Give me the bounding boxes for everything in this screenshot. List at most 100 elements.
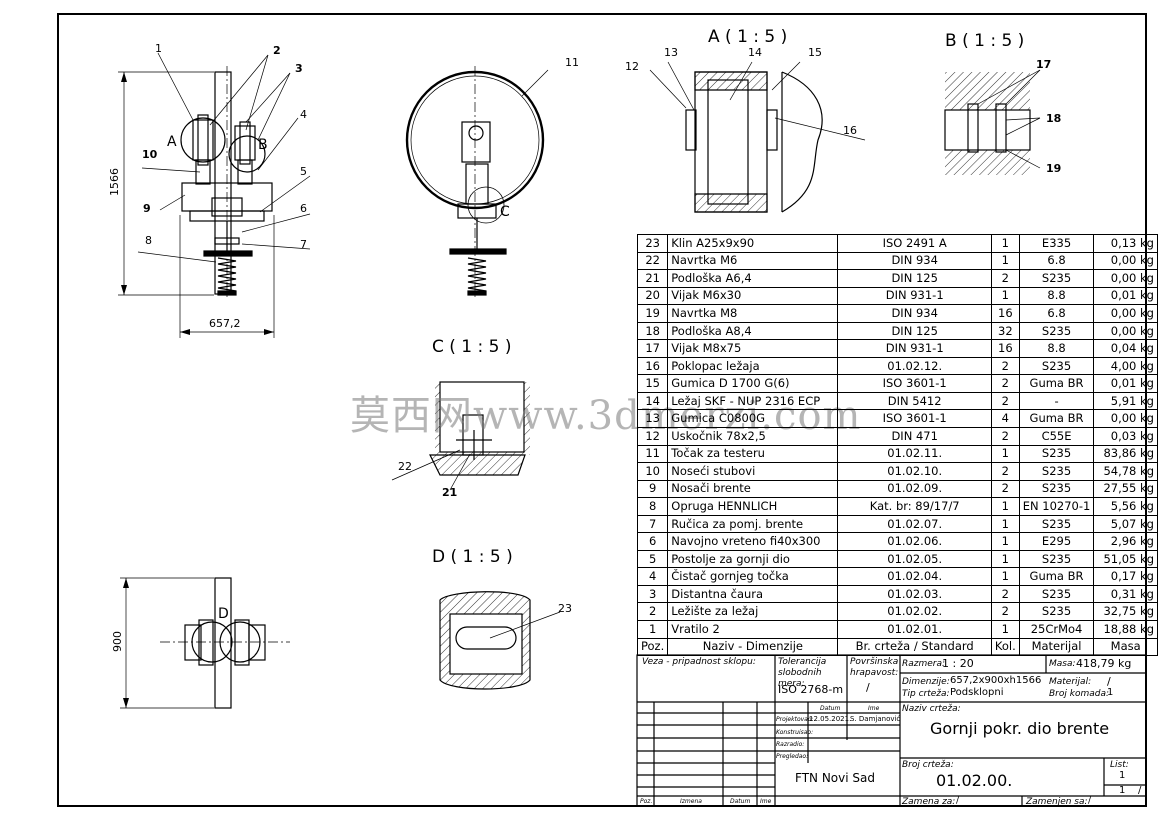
bom-cell-standard: 01.02.01. [837,620,992,639]
callout: 4 [300,108,307,121]
bom-cell-mat: S235 [1018,269,1095,288]
bom-cell-masa: 5,91 kg [1093,391,1158,411]
bom-cell-naziv: Uskočnik 78x2,5 [667,427,839,446]
bom-cell-poz: 10 [636,462,669,481]
drawing-number: 01.02.00. [936,771,1013,790]
title-block-lines [636,654,1147,807]
institution: FTN Novi Sad [795,771,875,785]
bom-cell-poz: 1 [636,620,669,639]
bom-cell-masa: 0,31 kg [1093,584,1158,604]
callout: 13 [664,46,678,59]
konstruisao-label: Konstruisao: [776,729,814,736]
marker-b: B [258,137,268,153]
bom-cell-naziv: Distantna čaura [667,584,839,604]
callout: 7 [300,238,307,251]
bom-cell-naziv: Opruga HENNLICH [667,497,839,516]
bom-cell-poz: 2 [636,602,669,622]
bom-cell-standard: Kat. br: 89/17/7 [837,497,992,516]
bom-cell-poz: 15 [636,374,669,393]
list-value: 1 [1119,770,1126,781]
bom-cell-naziv: Ležište za ležaj [667,602,839,622]
bom-cell-mat: S235 [1018,462,1095,481]
bom-cell-standard: ISO 2491 A [837,234,992,253]
front-view [118,52,311,338]
bom-cell-poz: 12 [636,427,669,446]
drawing-title: Gornji pokr. dio brente [930,719,1110,738]
callout: 17 [1036,58,1051,71]
bom-cell-mat: 6.8 [1018,304,1095,323]
zamenjen-label: Zamenjen sa: [1026,797,1088,807]
bom-cell-standard: 01.02.05. [837,549,992,569]
bom-cell-poz: 14 [636,391,669,411]
bom-cell-poz: 4 [636,567,669,586]
callout: 19 [1046,162,1061,175]
bom-cell-kol: 2 [990,602,1020,622]
bom-cell-standard: 01.02.11. [837,444,992,464]
bom-cell-mat: EN 10270-1 [1018,497,1095,516]
bom-cell-masa: 0,00 kg [1093,304,1158,323]
pregledao-label: Pregledao: [776,753,809,760]
bom-cell-kol: 2 [990,391,1020,411]
bom-cell-standard: ISO 3601-1 [837,374,992,393]
callout: 6 [300,202,307,215]
bom-cell-mat: 25CrMo4 [1018,620,1095,639]
bom-cell-poz: 3 [636,584,669,604]
view-title-c: C ( 1 : 5 ) [432,337,512,357]
bom-cell-masa: 0,13 kg [1093,234,1158,253]
bom-cell-mat: - [1018,391,1095,411]
callout: 16 [843,124,857,137]
povrsinska-label: Površinska hrapavost: [850,657,899,678]
materijal-value: / [1107,675,1111,688]
bom-cell-naziv: Podloška A6,4 [667,269,839,288]
bom-cell-mat: S235 [1018,549,1095,569]
bom-cell-masa: 27,55 kg [1093,479,1158,499]
bom-cell-poz: 8 [636,497,669,516]
bom-cell-masa: 0,00 kg [1093,321,1158,341]
bom-cell-poz: 7 [636,514,669,534]
masa-label: Masa: [1049,659,1076,669]
bom-cell-mat: 8.8 [1018,339,1095,358]
bom-cell-naziv: Klin A25x9x90 [667,234,839,253]
callout: 21 [442,486,457,499]
zamena-label: Zamena za: [902,797,956,807]
callout: 5 [300,165,307,178]
bom-cell-naziv: Postolje za gornji dio [667,549,839,569]
bom-cell-standard: DIN 125 [837,321,992,341]
bom-cell-mat: E335 [1018,234,1095,253]
marker-a: A [167,134,177,150]
callout: 12 [625,60,639,73]
projektovao-datum: 12.05.2021. [809,715,852,723]
bom-cell-standard: DIN 934 [837,304,992,323]
masa-value: 418,79 kg [1076,657,1132,670]
bom-cell-kol: 2 [990,374,1020,393]
dim-width: 657,2 [209,317,241,330]
bom-cell-poz: 22 [636,251,669,271]
bom-cell-standard: 01.02.10. [837,462,992,481]
bom-cell-mat: S235 [1018,514,1095,534]
bom-cell-naziv: Podloška A8,4 [667,321,839,341]
list-total: 1 [1119,785,1126,796]
dimenzije-value: 657,2x900xh1566 [950,675,1042,686]
bom-cell-naziv: Ležaj SKF - NUP 2316 ECP [667,391,839,411]
bom-cell-masa: 0,00 kg [1093,409,1158,429]
bom-cell-kol: 2 [990,462,1020,481]
bom-cell-standard: DIN 471 [837,427,992,446]
bom-cell-standard: DIN 125 [837,269,992,288]
bom-cell-mat: S235 [1018,584,1095,604]
bom-cell-kol: 2 [990,356,1020,376]
povrsinska-value: / [866,681,870,694]
list-label: List: [1110,760,1129,770]
bom-cell-naziv: Čistač gornjeg točka [667,567,839,586]
razmera-label: Razmera: [902,659,946,669]
bom-cell-mat: E295 [1018,532,1095,551]
bom-cell-masa: 0,17 kg [1093,567,1158,586]
bom-cell-mat: 8.8 [1018,286,1095,306]
